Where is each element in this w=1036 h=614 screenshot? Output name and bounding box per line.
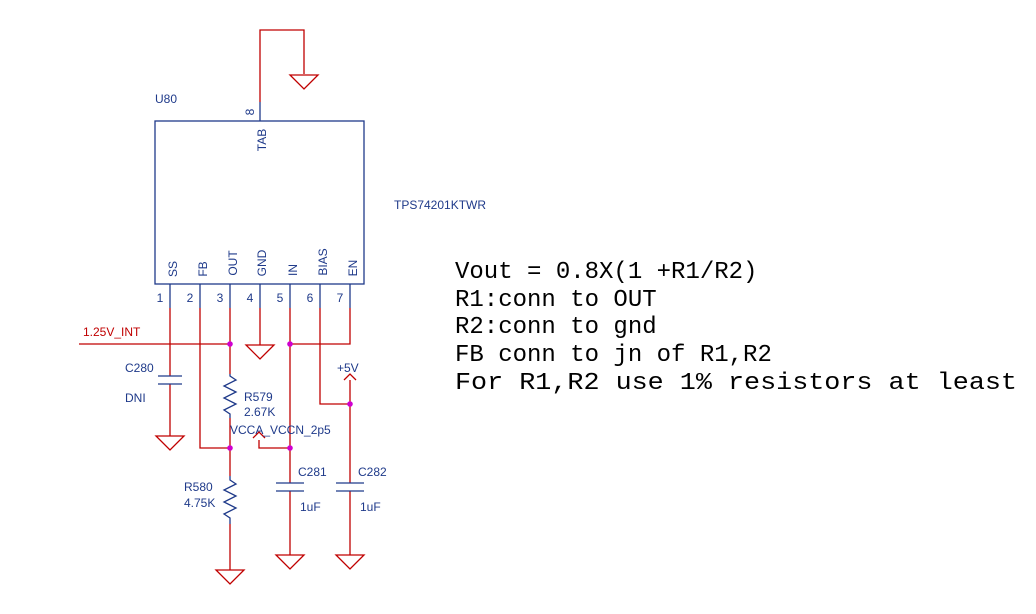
- pin-out-number: 3: [217, 291, 224, 305]
- pin-in-name: IN: [286, 264, 300, 276]
- pin-in: IN 5: [277, 264, 300, 308]
- ground-symbol-gnd-pin: [244, 344, 276, 360]
- wires: [79, 308, 351, 570]
- pin-gnd-name: GND: [255, 249, 269, 276]
- c281-ref: C281: [298, 465, 327, 479]
- pin-fb-name: FB: [196, 261, 210, 276]
- ground-symbol-c280: [154, 435, 186, 451]
- pin-out: OUT 3: [217, 250, 240, 308]
- note-line-2: R1:conn to OUT: [455, 287, 657, 314]
- tab-ground-wire: [259, 29, 305, 102]
- ic-refdes: U80: [155, 92, 177, 106]
- note-line-4: FB conn to jn of R1,R2: [455, 342, 772, 369]
- pin-ss: SS 1: [157, 261, 180, 308]
- c280-value: DNI: [125, 391, 146, 405]
- design-notes: Vout = 0.8X(1 +R1/R2) R1:conn to OUT R2:…: [455, 259, 1017, 397]
- c282-value: 1uF: [360, 500, 381, 514]
- capacitor-c282: C282 1uF: [336, 465, 387, 514]
- pin-en-number: 7: [337, 291, 344, 305]
- note-line-5: For R1,R2 use 1% resistors at least: [455, 370, 1017, 397]
- junction-dots: [227, 341, 353, 451]
- pin-bias: BIAS 6: [307, 248, 330, 308]
- tab-pin-name: TAB: [255, 129, 269, 151]
- resistor-r580: R580 4.75K: [184, 476, 238, 524]
- resistor-r579: R579 2.67K: [222, 374, 275, 419]
- note-line-1: Vout = 0.8X(1 +R1/R2): [455, 259, 757, 286]
- pin-ss-number: 1: [157, 291, 164, 305]
- capacitor-c280: C280 DNI: [125, 361, 182, 405]
- r579-ref: R579: [244, 390, 273, 404]
- capacitor-c281: C281 1uF: [276, 465, 327, 514]
- r579-value: 2.67K: [244, 405, 275, 419]
- pin-ss-name: SS: [166, 261, 180, 277]
- plus5v-net: +5V: [337, 361, 359, 381]
- c282-ref: C282: [358, 465, 387, 479]
- tab-pin-number: 8: [243, 108, 257, 115]
- ground-symbol-c282: [334, 554, 366, 570]
- pin-en: EN 7: [337, 260, 360, 308]
- note-line-3: R2:conn to gnd: [455, 314, 657, 341]
- tab-ground-symbol: [288, 74, 320, 90]
- pin-fb-number: 2: [187, 291, 194, 305]
- pin-in-number: 5: [277, 291, 284, 305]
- pin-gnd: GND 4: [247, 249, 269, 308]
- c281-value: 1uF: [300, 500, 321, 514]
- pin-bias-number: 6: [307, 291, 314, 305]
- ground-symbol-c281: [274, 554, 306, 570]
- vin-net: VCCA_VCCN_2p5: [230, 423, 331, 439]
- c280-ref: C280: [125, 361, 154, 375]
- ground-symbol-r580: [214, 569, 246, 585]
- net-label-output: 1.25V_INT: [83, 325, 141, 339]
- r580-value: 4.75K: [184, 496, 215, 510]
- pin-en-name: EN: [346, 260, 360, 277]
- pin-gnd-number: 4: [247, 291, 254, 305]
- pin-out-name: OUT: [226, 250, 240, 276]
- r580-ref: R580: [184, 480, 213, 494]
- pin-bias-name: BIAS: [316, 248, 330, 275]
- net-label-vin: VCCA_VCCN_2p5: [230, 423, 331, 437]
- ic-part-number: TPS74201KTWR: [394, 198, 486, 212]
- net-label-plus5v: +5V: [337, 361, 359, 375]
- pin-fb: FB 2: [187, 261, 210, 308]
